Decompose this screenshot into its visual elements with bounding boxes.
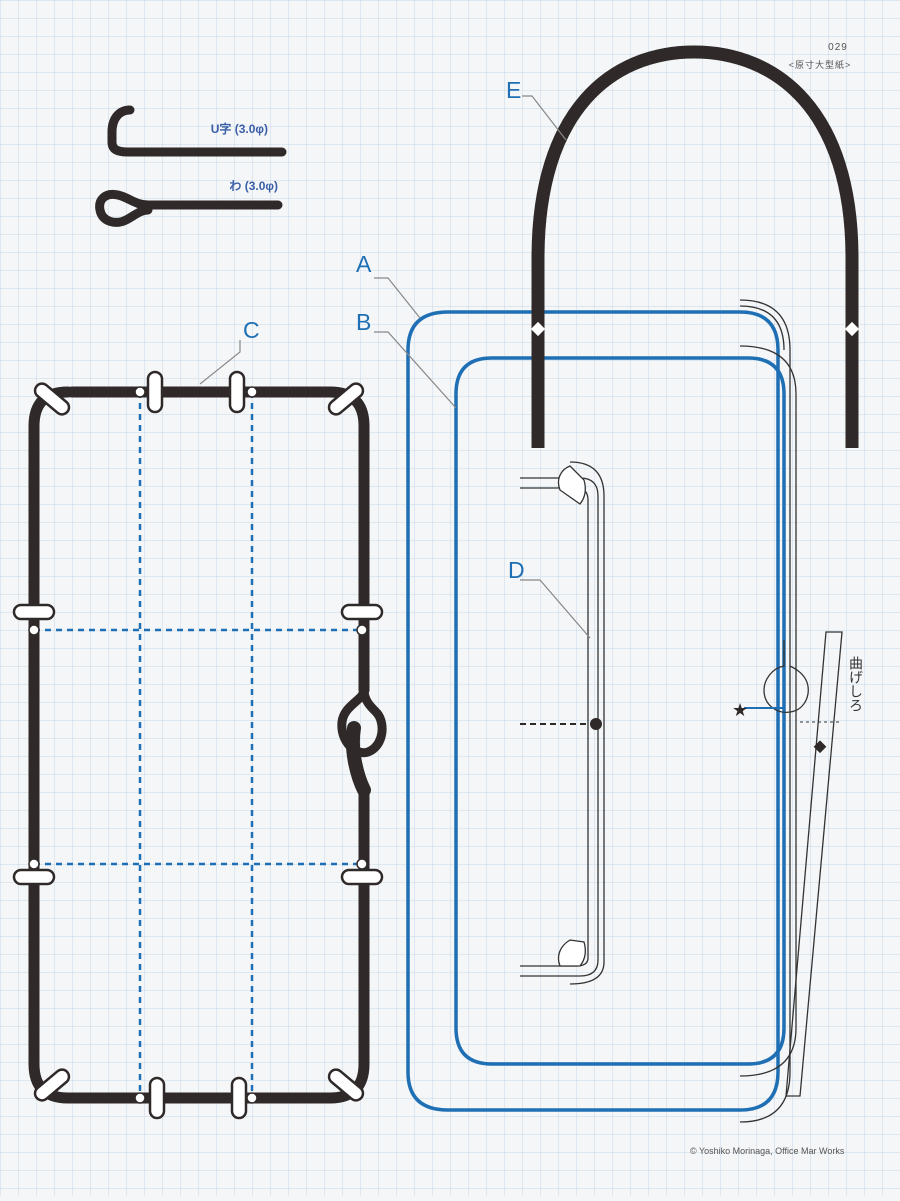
- bend-strip: [785, 631, 843, 1097]
- loop-hook-label: わ (3.0φ): [229, 179, 278, 193]
- part-c-guides: [34, 392, 362, 1098]
- bend-margin-label: 曲げしろ: [848, 656, 864, 712]
- page-number: 029: [828, 42, 848, 53]
- label-e: E: [506, 77, 521, 103]
- u-hook-icon: [107, 105, 287, 157]
- part-c-frame: [12, 370, 387, 1120]
- part-a-frame: [406, 299, 791, 1123]
- label-a: A: [356, 251, 372, 277]
- page-note: <原寸大型紙>: [789, 59, 852, 70]
- copyright-credit: © Yoshiko Morinaga, Office Mar Works: [690, 1146, 845, 1156]
- loop-hook-legend: わ (3.0φ): [95, 179, 283, 227]
- part-e-handle: [530, 45, 860, 448]
- leader-lines: [199, 95, 591, 639]
- u-hook-legend: U字 (3.0φ): [107, 105, 287, 157]
- part-d-bar: [520, 461, 605, 985]
- label-b: B: [356, 309, 371, 335]
- label-d: D: [508, 557, 525, 583]
- u-hook-label: U字 (3.0φ): [211, 121, 268, 136]
- bend-margin-detail: ★ 曲げしろ: [732, 631, 864, 1097]
- label-c: C: [243, 317, 260, 343]
- star-marker: ★: [732, 700, 748, 720]
- loop-hook-icon: [95, 189, 283, 227]
